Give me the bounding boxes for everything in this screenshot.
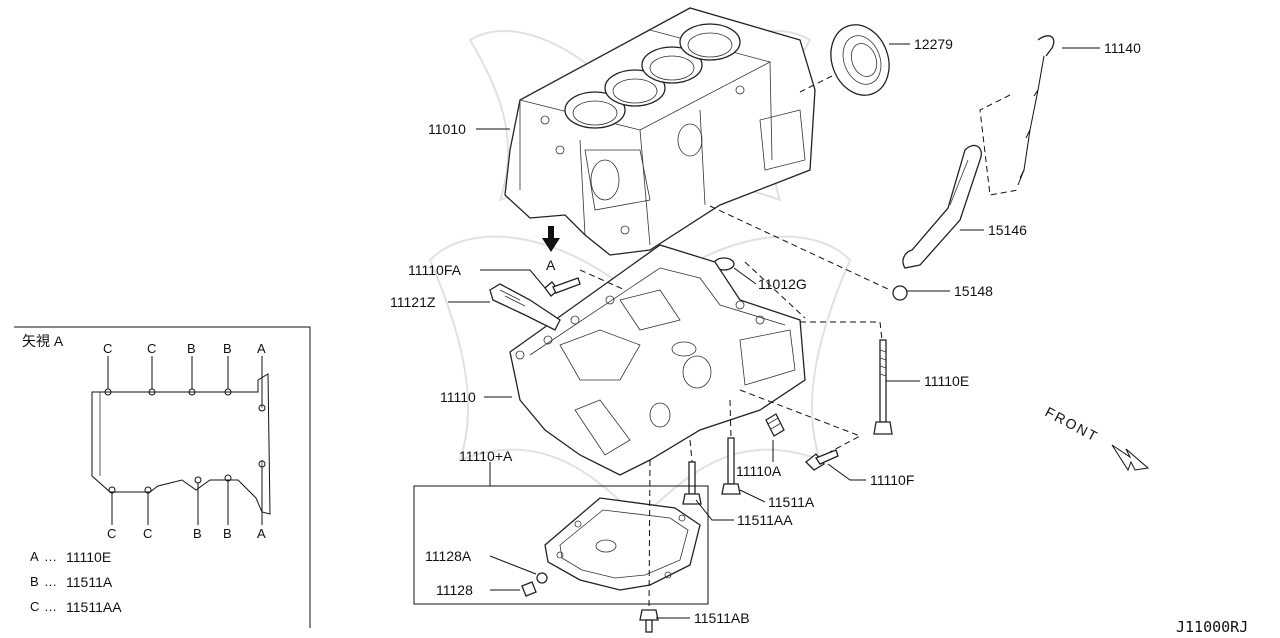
inset-top-letter: C xyxy=(103,341,112,356)
bolt-11511a[interactable] xyxy=(721,437,741,495)
callout-11010: 11010 xyxy=(428,121,466,137)
callout-11511a: 11511A xyxy=(768,494,815,510)
legend-part: 11511A xyxy=(66,574,113,590)
inset-top-letter: C xyxy=(147,341,156,356)
diagram-code: J11000RJ xyxy=(1176,618,1248,636)
bolt-11110e[interactable] xyxy=(873,339,893,435)
bolt-11511aa[interactable] xyxy=(682,461,702,505)
legend-key: A xyxy=(30,549,39,564)
oil-pan-lower[interactable] xyxy=(544,497,701,591)
inset-view-a: 矢視 A xyxy=(14,326,311,628)
inset-bottom-letter: B xyxy=(193,526,202,541)
front-label: FRONT xyxy=(1043,404,1102,445)
assembly-lines xyxy=(579,75,891,611)
legend-dots: … xyxy=(44,599,57,614)
callout-11110fa: 11110FA xyxy=(408,262,462,278)
callout-11110plusa: 11110+A xyxy=(459,448,513,464)
callout-12279: 12279 xyxy=(914,36,953,52)
legend-key: B xyxy=(30,574,39,589)
oil-pan-upper[interactable] xyxy=(509,244,806,476)
inset-legend: A … 11110E B … 11511A C … 11511AA xyxy=(30,549,122,615)
legend-dots: … xyxy=(44,549,57,564)
callout-11511aa: 11511AA xyxy=(737,512,793,528)
callout-11128a: 11128A xyxy=(425,548,472,564)
legend-dots: … xyxy=(44,574,57,589)
legend-part: 11511AA xyxy=(66,599,122,615)
front-arrow-icon xyxy=(1111,444,1150,472)
drain-plug[interactable] xyxy=(521,581,537,597)
callout-11121z: 11121Z xyxy=(390,294,436,310)
callout-labels: 12279 11140 11010 15146 11110FA 11012G 1… xyxy=(390,36,1141,626)
oil-level-gauge[interactable] xyxy=(979,35,1055,196)
inset-bottom-letter: A xyxy=(257,526,266,541)
callout-11110a: 11110A xyxy=(736,463,782,479)
callout-11110e: 11110E xyxy=(924,373,969,389)
callout-11511ab: 11511AB xyxy=(694,610,750,626)
callout-11110: 11110 xyxy=(440,389,476,405)
view-marker-label: A xyxy=(546,257,556,273)
inset-bottom-letter: C xyxy=(107,526,116,541)
inset-bolt-holes xyxy=(104,388,266,494)
callout-11012g: 11012G xyxy=(758,276,807,292)
inset-bottom-letter: B xyxy=(223,526,232,541)
oil-strainer[interactable] xyxy=(489,283,561,331)
callout-15148: 15148 xyxy=(954,283,993,299)
inset-top-letter: A xyxy=(257,341,266,356)
view-arrow-icon xyxy=(542,226,560,252)
rear-oil-seal[interactable] xyxy=(821,17,898,104)
leader-lines xyxy=(448,43,1100,619)
bolt-11110fa[interactable] xyxy=(544,277,581,297)
cylinder-block[interactable] xyxy=(504,7,816,256)
bolt-11110f[interactable] xyxy=(805,449,839,471)
callout-11128: 11128 xyxy=(436,582,473,598)
bolt-11511ab[interactable] xyxy=(639,609,659,633)
callout-11140: 11140 xyxy=(1104,40,1141,56)
oil-pan-kit-box xyxy=(413,485,709,605)
o-ring[interactable] xyxy=(892,285,908,301)
inset-oilpan-outline xyxy=(91,373,271,515)
callout-15146: 15146 xyxy=(988,222,1027,238)
inset-top-letter: B xyxy=(187,341,196,356)
inset-bottom-letter: C xyxy=(143,526,152,541)
front-direction-indicator: FRONT xyxy=(1043,404,1150,472)
legend-part: 11110E xyxy=(66,549,111,565)
inset-title: 矢視 A xyxy=(22,333,64,349)
callout-11110f: 11110F xyxy=(870,472,914,488)
drain-plug-washer[interactable] xyxy=(536,572,548,584)
inset-top-letter: B xyxy=(223,341,232,356)
legend-key: C xyxy=(30,599,39,614)
oil-level-gauge-guide[interactable] xyxy=(902,144,982,269)
inset-leaders xyxy=(107,356,263,525)
stud-11110a[interactable] xyxy=(765,413,785,437)
